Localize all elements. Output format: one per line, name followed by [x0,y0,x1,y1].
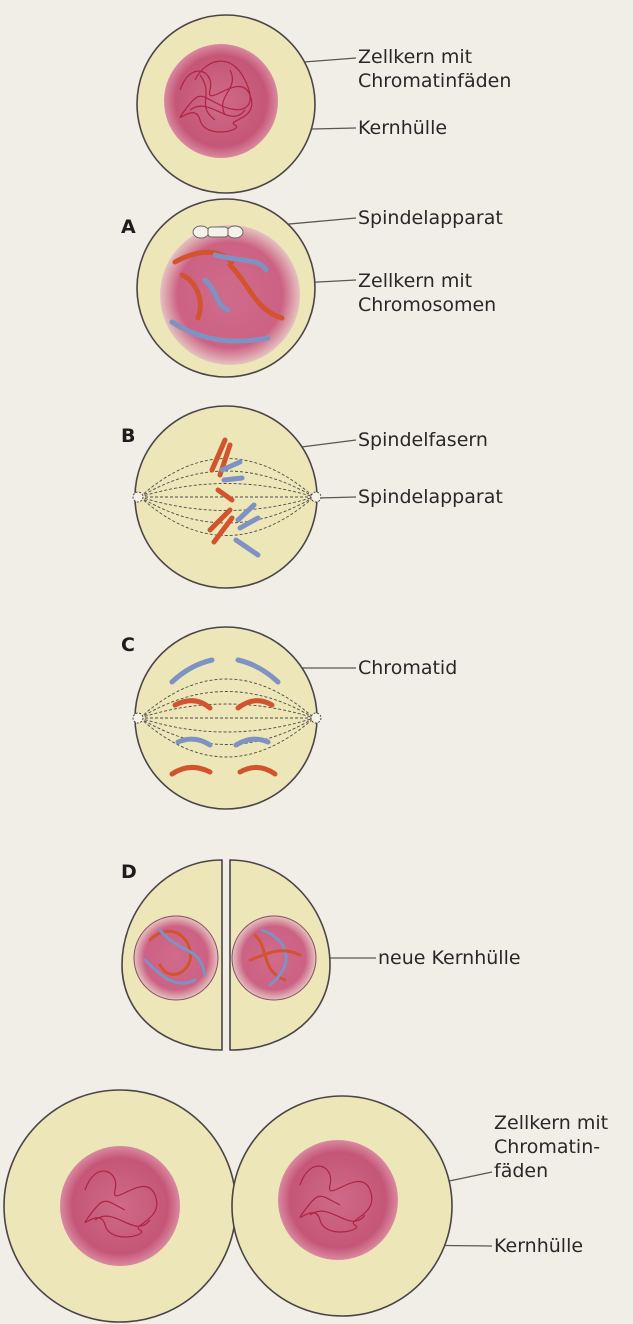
stage-letter-a: A [121,216,136,238]
stage-letter-c: C [121,634,135,656]
label-a-nucleus-1: Zellkern mit [358,270,472,292]
stage-letter-d: D [121,861,137,883]
label-d-new-envelope: neue Kernhülle [378,947,521,969]
label-interphase-envelope: Kernhülle [358,117,447,139]
prophase-cell [137,199,315,377]
anaphase-cell [133,627,321,809]
spindle-apparatus-icon [193,226,243,238]
telophase-cells [122,860,330,1050]
label-daughter-nucleus-2: Chromatin- [494,1136,600,1158]
label-a-nucleus-2: Chromosomen [358,294,496,316]
label-interphase-nucleus-2: Chromatinfäden [358,70,511,92]
label-daughter-nucleus-1: Zellkern mit [494,1112,608,1134]
stage-letter-b: B [121,425,135,447]
label-b-spindle-apparatus: Spindelapparat [358,486,503,508]
label-b-spindle-fibres: Spindelfasern [358,429,488,451]
label-daughter-envelope: Kernhülle [494,1235,583,1257]
daughter-cells [4,1090,452,1322]
label-daughter-nucleus-3: fäden [494,1160,548,1182]
label-c-chromatid: Chromatid [358,657,457,679]
label-a-spindle-apparatus: Spindelapparat [358,207,503,229]
label-interphase-nucleus-1: Zellkern mit [358,46,472,68]
metaphase-cell [133,406,321,588]
interphase-cell [137,15,315,193]
